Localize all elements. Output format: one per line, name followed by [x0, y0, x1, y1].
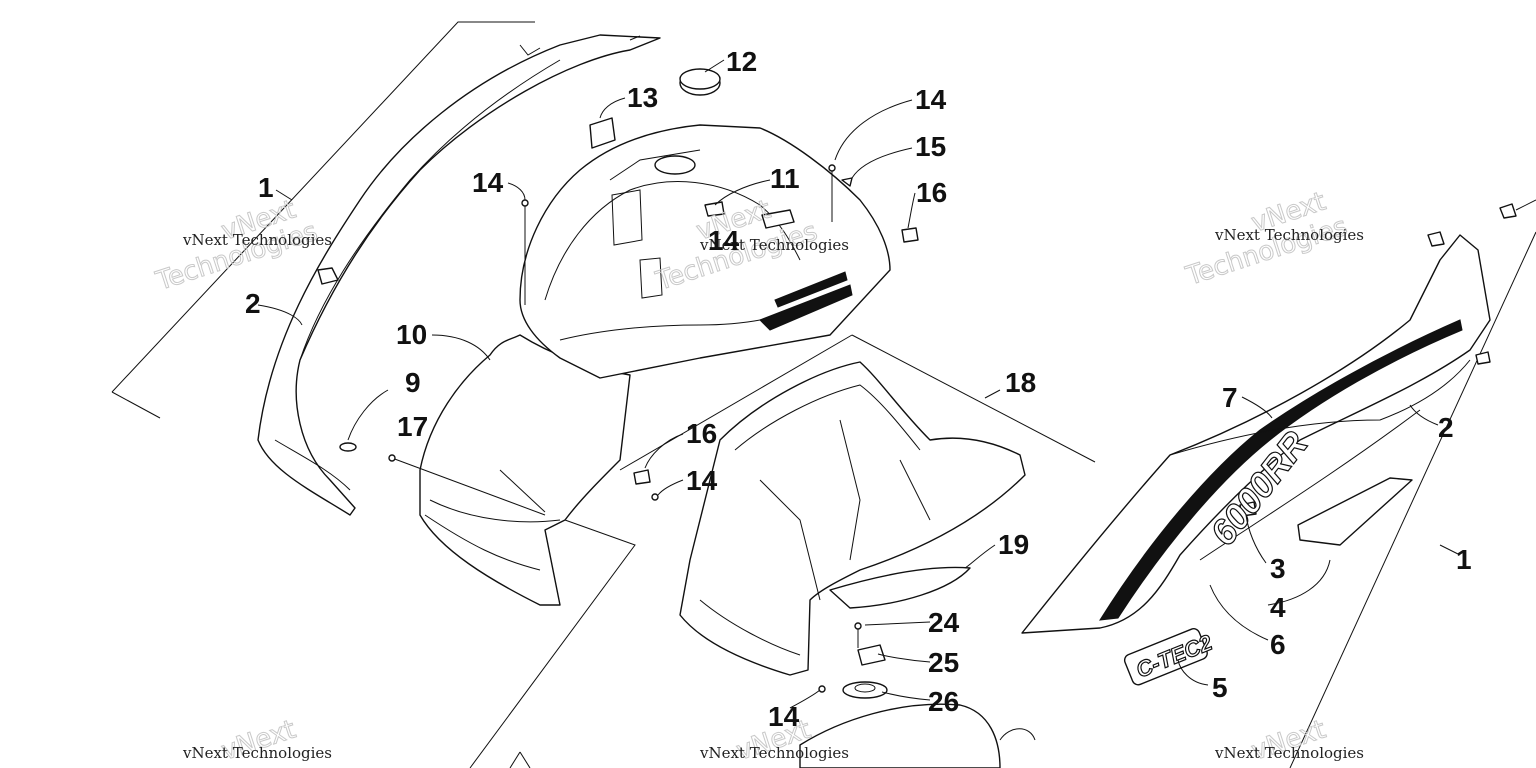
callout-7: 7 [1222, 382, 1238, 413]
callout-9: 9 [405, 367, 421, 398]
callout-13: 13 [627, 82, 658, 113]
callout-12: 12 [726, 46, 757, 77]
callout-16: 16 [686, 418, 717, 449]
callout-1-left: 1 [258, 172, 274, 203]
small-hardware [799, 644, 1036, 768]
callout-6: 6 [1270, 629, 1286, 660]
callout-labels: 1 2 9 17 10 13 12 14 14 11 14 15 16 16 1… [245, 46, 1472, 732]
watermark-brand: vNext Technologies [699, 744, 849, 762]
callout-18: 18 [1005, 367, 1036, 398]
callout-3: 3 [1270, 553, 1286, 584]
boundary-lines [111, 21, 1536, 768]
callout-1-right: 1 [1456, 544, 1472, 575]
watermark-brand: vNext Technologies [182, 231, 332, 249]
callout-15: 15 [915, 131, 946, 162]
callout-14: 14 [915, 84, 947, 115]
callout-25: 25 [928, 647, 959, 678]
fasteners [388, 164, 862, 693]
callout-4: 4 [1270, 592, 1286, 623]
callout-16: 16 [916, 177, 947, 208]
callout-19: 19 [998, 529, 1029, 560]
callout-26: 26 [928, 686, 959, 717]
callout-14: 14 [686, 465, 718, 496]
callout-24: 24 [928, 607, 960, 638]
callout-14: 14 [708, 225, 740, 256]
callout-2-right: 2 [1438, 412, 1454, 443]
storage-tub [679, 361, 1026, 676]
watermark-brand: vNext Technologies [1214, 744, 1364, 762]
callout-11: 11 [770, 163, 800, 194]
part-9-grommet [339, 442, 357, 452]
watermark-brand: vNext Technologies [182, 744, 332, 762]
callout-14: 14 [768, 701, 800, 732]
callout-5: 5 [1212, 672, 1228, 703]
callout-10: 10 [396, 319, 427, 350]
callout-14: 14 [472, 167, 504, 198]
callout-17: 17 [397, 411, 428, 442]
watermark-brand: vNext Technologies [1214, 226, 1364, 244]
watermark-brand: vNext Technologies [699, 236, 849, 254]
leader-lines [257, 59, 1461, 709]
callout-2-left: 2 [245, 288, 261, 319]
upper-console [519, 68, 919, 485]
left-side-panel [257, 34, 661, 516]
